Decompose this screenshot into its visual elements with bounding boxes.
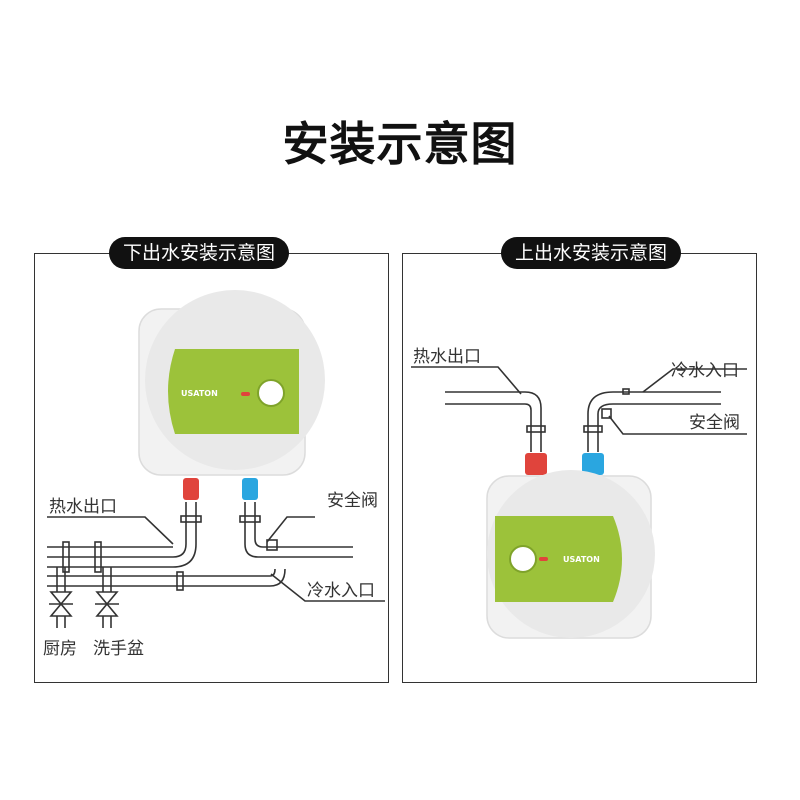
hot-connector (525, 453, 547, 475)
top-outlet-diagram: USATON 热水出口 冷水入口 安全阀 (411, 347, 747, 639)
cold-connector (582, 453, 604, 475)
water-heater: USATON (138, 290, 325, 476)
pipework (411, 366, 747, 452)
page-title: 安装示意图 (282, 117, 518, 171)
green-panel (495, 516, 622, 602)
safety-valve-label: 安全阀 (689, 413, 740, 433)
brand-logo: USATON (181, 389, 218, 398)
cold-inlet-label: 冷水入口 (307, 581, 375, 601)
top-outlet-tag: 上出水安装示意图 (501, 237, 682, 269)
water-heater: USATON (486, 470, 655, 639)
green-panel (168, 349, 299, 434)
hot-outlet-label: 热水出口 (49, 497, 117, 517)
top-outlet-panel: 上出水安装示意图 (402, 237, 757, 683)
bottom-outlet-diagram: USATON (43, 290, 385, 659)
pipework (47, 502, 385, 628)
hot-outlet-label: 热水出口 (413, 347, 481, 367)
basin-label: 洗手盆 (93, 639, 144, 659)
temperature-knob (509, 545, 537, 573)
indicator-light (241, 392, 250, 396)
indicator-light (539, 557, 548, 561)
kitchen-label: 厨房 (43, 639, 77, 659)
cold-inlet-label: 冷水入口 (671, 361, 739, 381)
bottom-outlet-panel: 下出水安装示意图 USATON (34, 237, 389, 683)
safety-valve-label: 安全阀 (327, 491, 378, 511)
temperature-knob (257, 379, 285, 407)
brand-logo: USATON (563, 555, 600, 564)
cold-connector (242, 478, 258, 500)
hot-connector (183, 478, 199, 500)
bottom-outlet-tag: 下出水安装示意图 (109, 237, 290, 269)
